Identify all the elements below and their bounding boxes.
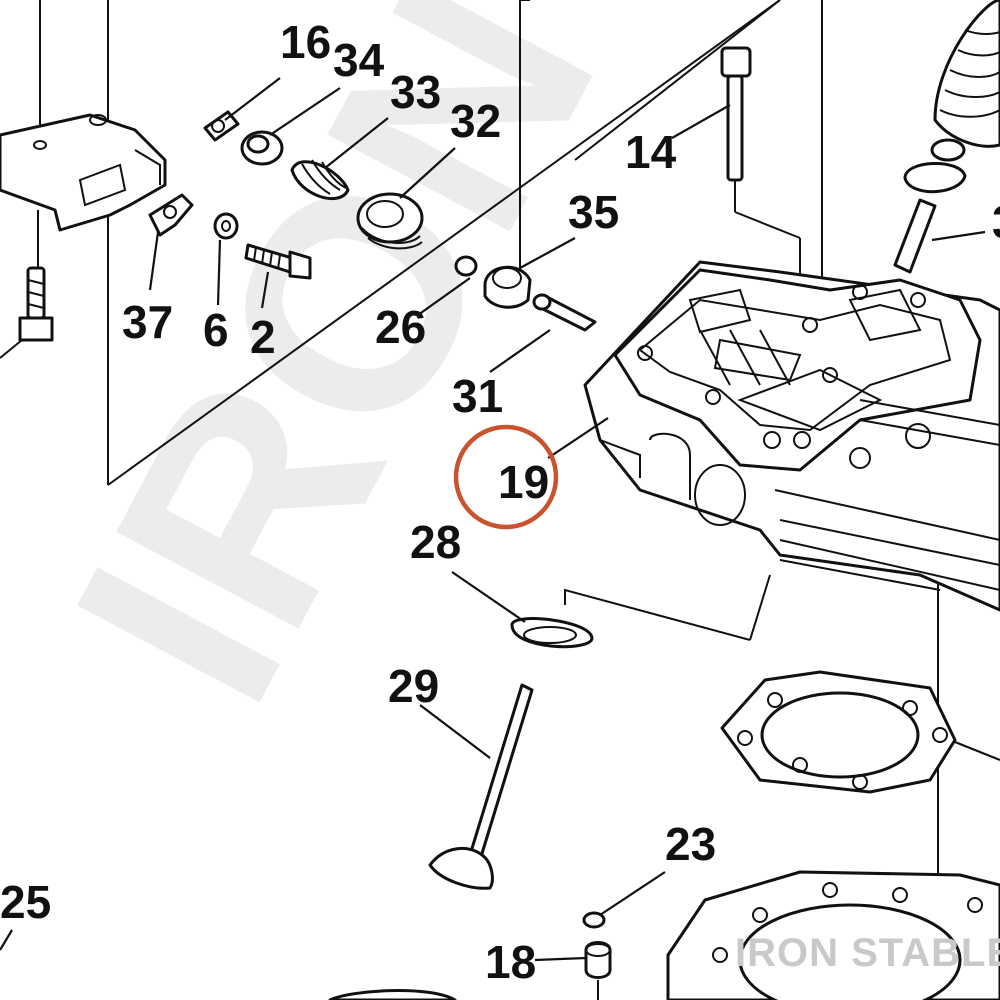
callout-35: 35 bbox=[568, 186, 619, 238]
part-25 bbox=[0, 929, 457, 1000]
callout-14: 14 bbox=[625, 126, 677, 178]
guide-part-31 bbox=[532, 293, 597, 332]
callout-18: 18 bbox=[485, 936, 536, 988]
clamp-part-37 bbox=[148, 193, 194, 237]
outer-spring-part-32 bbox=[356, 192, 424, 250]
callout-31: 31 bbox=[452, 370, 503, 422]
valve-spring-stack bbox=[893, 0, 1000, 274]
seal-part-35 bbox=[483, 265, 532, 309]
keeper-part-26 bbox=[454, 255, 478, 277]
leader-lines bbox=[148, 77, 731, 962]
valve-part-29 bbox=[428, 683, 534, 890]
head-bolt-part-14 bbox=[720, 46, 801, 330]
callout-19: 19 bbox=[498, 456, 549, 508]
callout-29: 29 bbox=[388, 660, 439, 712]
bracket-part bbox=[0, 113, 167, 232]
head-gasket-part bbox=[720, 670, 1000, 794]
highlight-circle bbox=[453, 424, 559, 530]
callout-33: 33 bbox=[390, 66, 441, 118]
callout-2: 2 bbox=[250, 311, 276, 363]
callout-26: 26 bbox=[375, 301, 426, 353]
bracket-bolt-part bbox=[0, 266, 54, 359]
callout-34: 34 bbox=[333, 34, 385, 86]
washer-part-6 bbox=[213, 212, 239, 240]
valve-seat-part-28 bbox=[510, 574, 771, 649]
callout-16: 16 bbox=[280, 16, 331, 68]
cylinder-head-part-19 bbox=[583, 260, 1000, 612]
retainer-part-34 bbox=[240, 130, 284, 166]
cylinder-part bbox=[666, 870, 1000, 1000]
callout-3-partial: 3 bbox=[992, 196, 1000, 248]
brand-watermark: IRON STABLE bbox=[735, 931, 1000, 975]
callout-labels: 16 34 33 32 14 35 3 37 6 2 26 31 19 28 2… bbox=[0, 16, 1000, 988]
assembly-boundary-lines bbox=[37, 0, 939, 1000]
callout-28: 28 bbox=[410, 516, 461, 568]
clip-part-16 bbox=[203, 110, 240, 142]
callout-32: 32 bbox=[450, 95, 501, 147]
callout-6: 6 bbox=[203, 304, 229, 356]
callout-37: 37 bbox=[122, 296, 173, 348]
dowel-part-18 bbox=[584, 941, 612, 1000]
o-ring-part-23 bbox=[582, 911, 606, 929]
callout-23: 23 bbox=[665, 818, 716, 870]
screw-part-2 bbox=[244, 243, 312, 280]
inner-spring-part-33 bbox=[290, 159, 350, 201]
callout-25: 25 bbox=[0, 876, 51, 928]
